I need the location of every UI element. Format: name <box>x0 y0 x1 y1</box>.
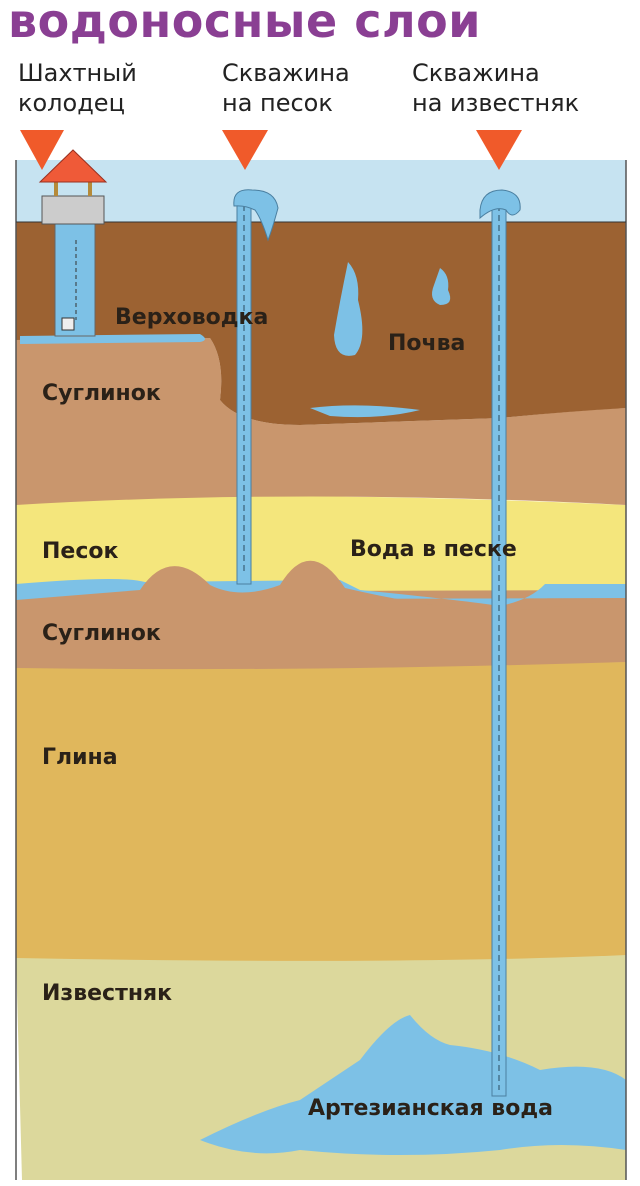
limestone-borehole <box>479 189 521 1097</box>
loam-bumps <box>16 560 626 620</box>
label-loam-top: Суглинок <box>42 381 161 406</box>
soil-lens-water <box>310 405 420 418</box>
clay-layer <box>16 662 626 961</box>
diagram-title: водоносные слои <box>8 0 482 48</box>
label-artesian-water: Артезианская вода <box>308 1096 553 1121</box>
shaft-well <box>38 149 108 337</box>
label-perched-water: Верховодка <box>115 305 268 330</box>
soil-layer <box>16 222 626 425</box>
well-marker-icon <box>20 130 64 170</box>
label-sand: Песок <box>42 539 118 564</box>
sand-borehole <box>233 189 279 585</box>
water-pocket <box>432 268 451 305</box>
label-clay: Глина <box>42 745 118 770</box>
label-limestone: Известняк <box>42 981 172 1006</box>
label-loam-bottom: Суглинок <box>42 621 161 646</box>
sky-layer <box>16 160 626 224</box>
label-soil: Почва <box>388 331 465 356</box>
well-marker-icon <box>222 130 268 170</box>
loam-top-layer <box>16 338 626 505</box>
label-sand-water: Вода в песке <box>350 537 517 562</box>
well-marker-icon <box>476 130 522 170</box>
artesian-water <box>200 1015 626 1155</box>
water-pocket <box>334 262 363 356</box>
